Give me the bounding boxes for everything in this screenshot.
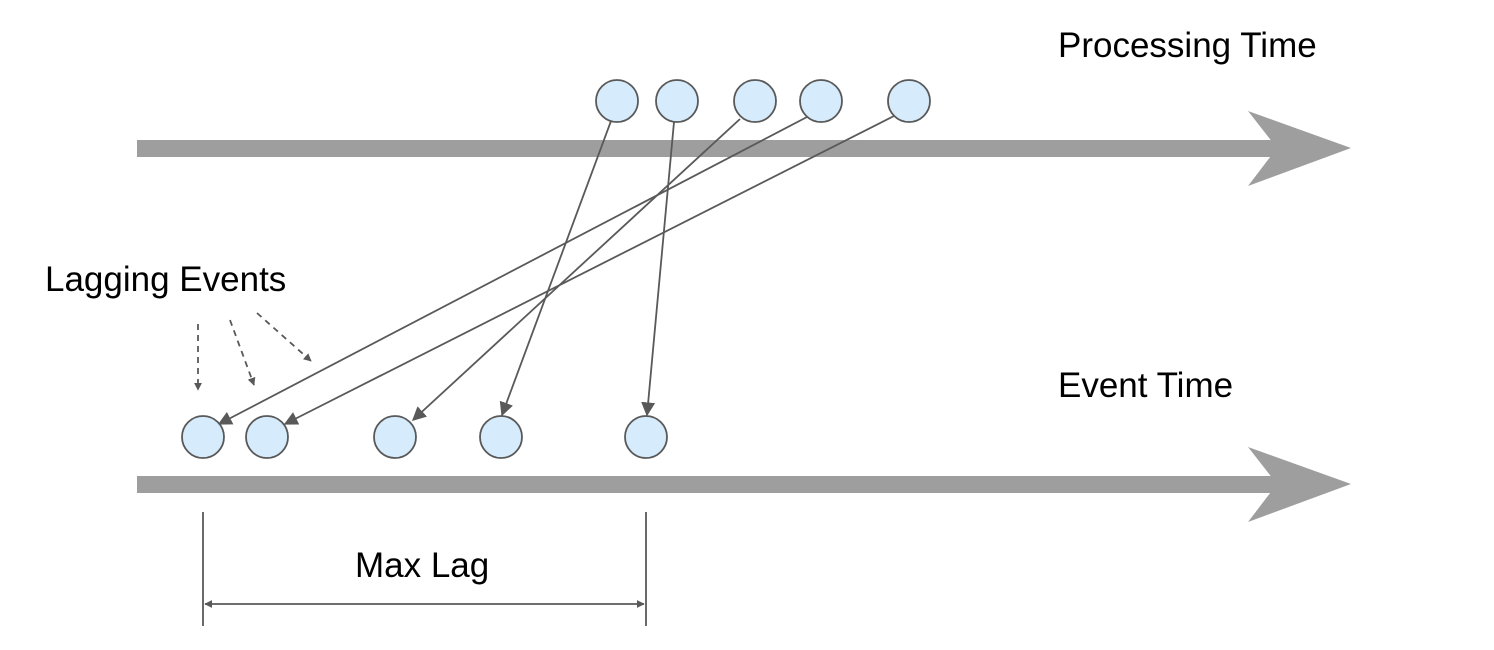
event-time-events [181,415,668,459]
processing-event-node [799,79,843,123]
processing-event-node [733,79,777,123]
max-lag-bracket [202,512,647,626]
processing-time-events [595,79,931,123]
lagging-events-label: Lagging Events [45,260,286,299]
event-mapping-arrows [217,115,895,425]
max-lag-label: Max Lag [355,546,489,585]
event-time-node [245,415,289,459]
processing-time-label: Processing Time [1058,26,1317,65]
event-time-node [624,415,668,459]
lagging-indicator-arrow [256,312,312,362]
processing-event-node [595,79,639,123]
lagging-indicator-arrow [229,319,256,386]
event-time-axis-arrowhead [1248,447,1351,522]
mapping-arrow [411,118,741,421]
processing-time-axis [137,111,1351,186]
event-time-axis [137,447,1351,522]
mapping-arrow [283,115,895,425]
mapping-arrow [217,116,808,425]
event-time-node [181,415,225,459]
processing-time-axis-arrowhead [1248,111,1351,186]
event-time-axis-shaft [137,476,1277,493]
lagging-event-indicators [194,312,312,391]
processing-event-node [655,79,699,123]
processing-event-node [887,79,931,123]
mapping-arrow [499,120,612,417]
event-time-node [373,415,417,459]
mapping-arrow [641,121,675,417]
event-time-label: Event Time [1058,366,1233,405]
event-time-node [479,415,523,459]
